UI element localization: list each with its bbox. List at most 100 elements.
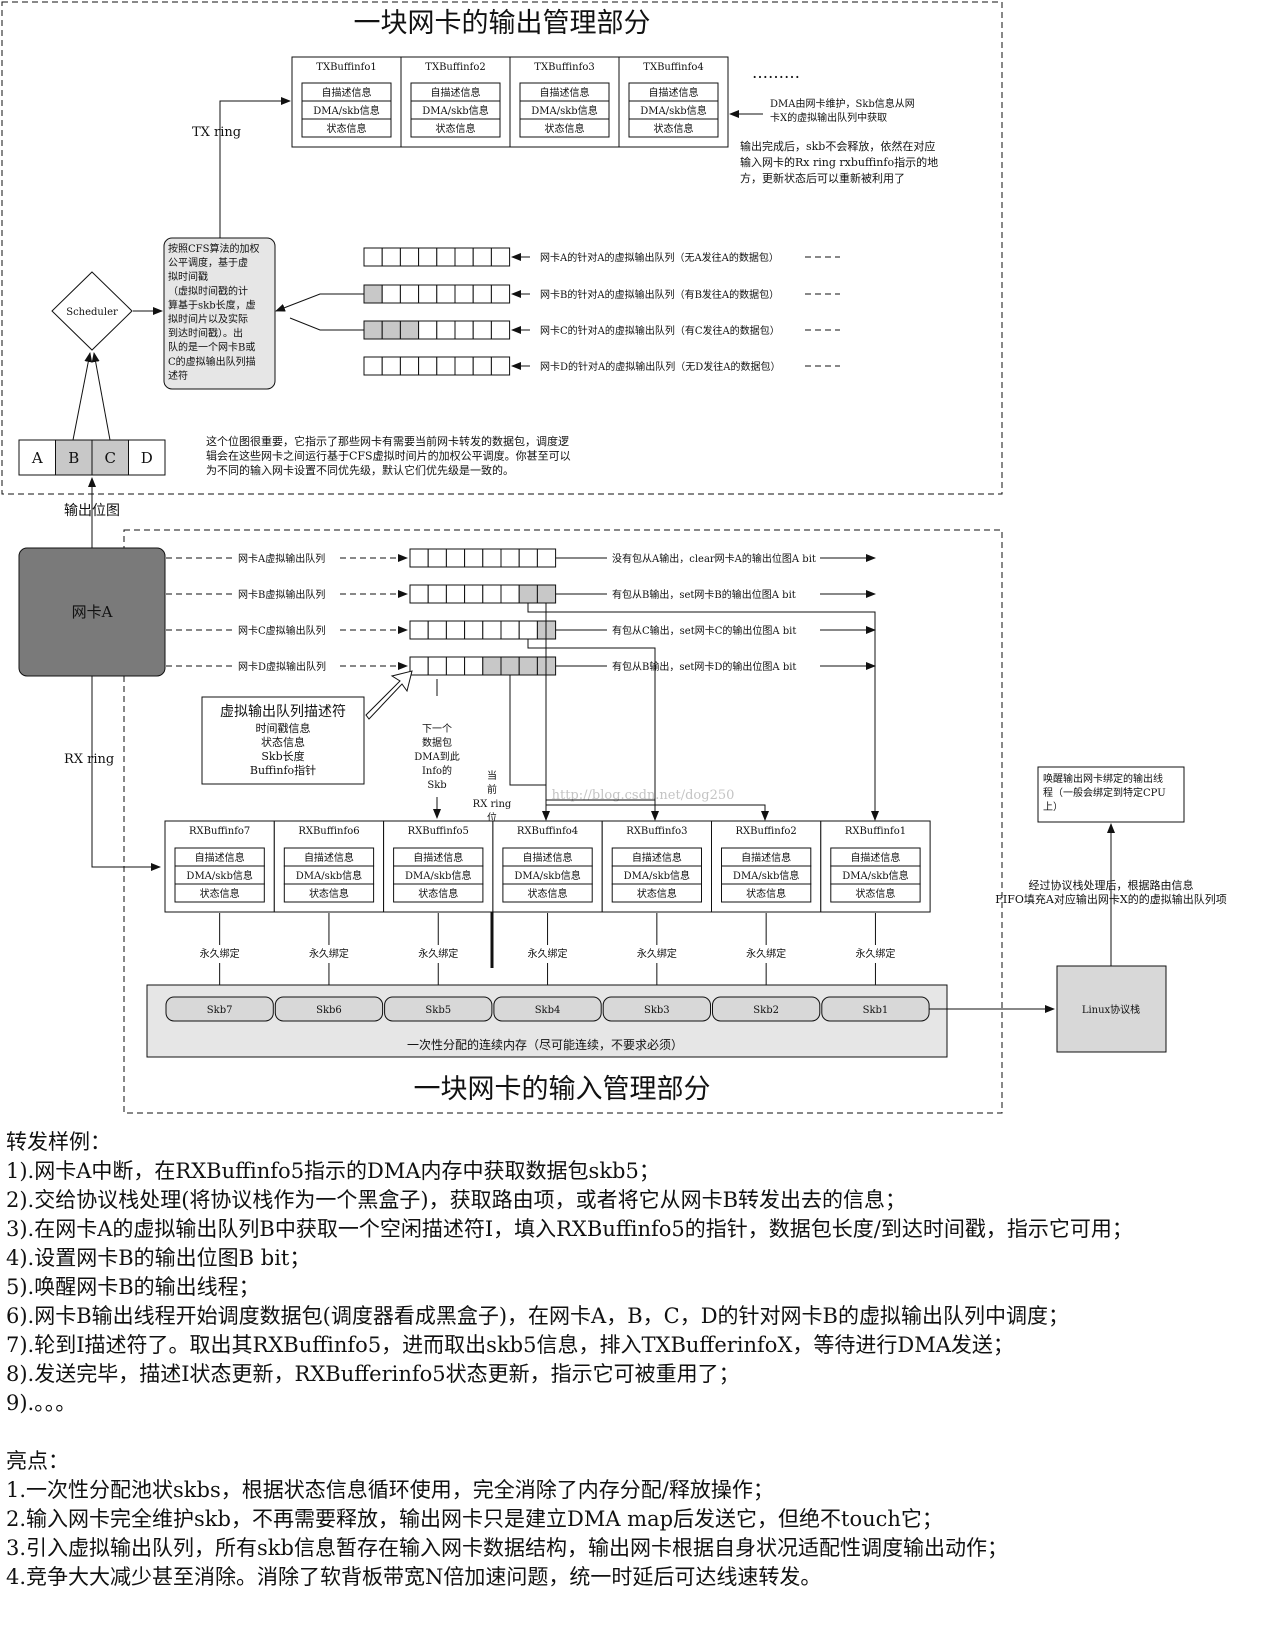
cfs-note-text: 按照CFS算法的加权 [168, 242, 259, 255]
next-packet-note: DMA到此 [414, 750, 459, 763]
cfs-note-text: 拟时间戳 [168, 270, 208, 283]
queue-b-to-cfs [275, 293, 364, 312]
bitmap-cell [91, 439, 129, 476]
input-vqueue-cell [500, 620, 520, 640]
vqueue-result-text: 有包从B输出，set网卡B的输出位图A bit [612, 588, 796, 601]
route-note-text: FIFO填充A对应输出网卡X的的虚拟输出队列项 [995, 892, 1226, 906]
skb-box [384, 996, 493, 1022]
output-queue-cell [490, 284, 511, 304]
descriptor-box-line: Skb长度 [261, 749, 304, 763]
input-vqueue-cell [445, 584, 466, 604]
input-vqueue-cell [482, 584, 502, 604]
tx-field-box [410, 118, 501, 138]
architecture-diagram: 一块网卡的输出管理部分TXBuffinfo1自描述信息DMA/skb信息状态信息… [1, 1, 1227, 1114]
input-vqueue-cell [409, 548, 429, 568]
rx-field-label: 自描述信息 [304, 851, 354, 864]
rx-field-box [174, 883, 265, 903]
rx-field-label: 状态信息 [309, 887, 349, 900]
input-vqueue-cell [445, 656, 466, 676]
dma-note-text: 卡X的虚拟输出队列中获取 [770, 111, 887, 124]
rx-field-label: DMA/skb信息 [514, 869, 580, 882]
current-pos-note: 位 [487, 811, 497, 824]
current-pos-note: 当 [487, 769, 497, 782]
input-section-border [123, 529, 1003, 1114]
rx-field-label: 自描述信息 [632, 851, 682, 864]
queue-c-to-cfs [289, 317, 364, 331]
descriptor-box-line: 状态信息 [261, 735, 305, 749]
highlights-title: 亮点： [6, 1449, 69, 1473]
cfs-note-text: （虚拟时间戳的计 [168, 284, 248, 297]
rx-field-box [393, 883, 484, 903]
tx-ring-ellipsis: ……… [752, 63, 800, 82]
route-note-text: 经过协议栈处理后，根据路由信息 [1029, 878, 1194, 892]
wake-note-text: 程（一般会绑定到特定CPU [1043, 786, 1166, 799]
bind-label: 永久绑定 [528, 947, 568, 960]
output-queue-cell [472, 284, 492, 304]
output-queue-cell [418, 320, 438, 340]
tx-field-label: 自描述信息 [649, 86, 699, 99]
input-vqueue-cell [409, 620, 429, 640]
rx-field-label: 自描述信息 [850, 851, 900, 864]
highlight-item: 1.一次性分配池状skbs，根据状态信息循环使用，完全消除了内存分配/释放操作； [6, 1478, 774, 1502]
rx-field-box [611, 883, 703, 903]
rx-field-box [830, 883, 921, 903]
skb-label: Skb6 [316, 1005, 342, 1016]
descriptor-box-line: 时间戳信息 [256, 721, 311, 735]
release-note-text: 输入网卡的Rx ring rxbuffinfo指示的地 [740, 155, 938, 169]
release-note-text: 方，更新状态后可以重新被利用了 [740, 171, 905, 185]
tx-field-label: 状态信息 [436, 122, 476, 135]
input-vqueue-cell [482, 656, 502, 676]
queue-d-to-rxbuf3 [545, 675, 655, 801]
skb-label: Skb7 [207, 1005, 233, 1016]
queue-b-to-rxbuf1 [527, 603, 879, 821]
bitmap-cell [128, 439, 166, 476]
input-vqueue-cell [500, 548, 520, 568]
bitmap-cell-label: C [105, 449, 116, 467]
vqueue-result-text: 有包从C输出，set网卡C的输出位图A bit [612, 624, 796, 637]
highlight-item: 3.引入虚拟输出队列，所有skb信息暂存在输入网卡数据结构，输出网卡根据自身状况… [6, 1536, 1008, 1560]
output-management-section: 一块网卡的输出管理部分TXBuffinfo1自描述信息DMA/skb信息状态信息… [1, 1, 1003, 495]
bind-label: 永久绑定 [418, 947, 458, 960]
rx-buffinfo-label: RXBuffinfo6 [298, 826, 359, 837]
output-queue-label: 网卡D的针对A的虚拟输出队列（无D发往A的数据包） [540, 360, 780, 373]
cfs-note-box [163, 237, 276, 390]
output-queue-cell [381, 356, 401, 376]
highlight-item: 4.竞争大大减少甚至消除。消除了软背板带宽N倍加速问题，统一时延后可达线速转发。 [6, 1565, 822, 1589]
wake-note-text: 上） [1043, 801, 1063, 813]
input-vqueue-cell [464, 620, 484, 640]
input-vqueue-cell [518, 548, 538, 568]
rx-field-label: 状态信息 [528, 887, 568, 900]
rx-field-label: 自描述信息 [741, 851, 791, 864]
input-vqueue-cell [464, 584, 484, 604]
tx-field-label: DMA/skb信息 [422, 104, 488, 117]
scheduler-diamond [51, 271, 133, 351]
input-vqueue-cell [482, 620, 502, 640]
wake-note-box [1037, 766, 1185, 823]
output-section-border [1, 1, 1003, 495]
input-vqueue-cell [518, 656, 538, 676]
input-vqueue-label: 网卡A虚拟输出队列 [238, 552, 325, 565]
skb-box [165, 996, 274, 1022]
rx-field-label: 状态信息 [746, 887, 786, 900]
rx-field-label: 自描述信息 [195, 851, 245, 864]
bitmap-cell-label: A [31, 449, 43, 467]
skb-label: Skb1 [863, 1005, 889, 1016]
bitmap-cell [18, 439, 56, 476]
tx-field-label: DMA/skb信息 [313, 104, 379, 117]
forward-step: 9).。。。 [6, 1391, 77, 1415]
rx-field-label: 状态信息 [200, 887, 240, 900]
linux-stack-label: Linux协议栈 [1082, 1003, 1140, 1016]
rx-buffinfo-label: RXBuffinfo7 [189, 826, 250, 837]
input-vqueue-cell [536, 584, 557, 604]
output-queue-label: 网卡A的针对A的虚拟输出队列（无A发往A的数据包） [540, 251, 779, 264]
forward-step: 1).网卡A中断，在RXBuffinfo5指示的DMA内存中获取数据包skb5； [6, 1159, 660, 1183]
rx-ring-label: RX ring [64, 752, 114, 767]
next-packet-note: 下一个 [422, 723, 452, 735]
forward-step: 3).在网卡A的虚拟输出队列B中获取一个空闲描述符I，填入RXBuffinfo5… [6, 1217, 1133, 1241]
vqueue-result-text: 没有包从A输出，clear网卡A的输出位图A bit [612, 552, 816, 565]
input-section-title: 一块网卡的输入管理部分 [414, 1074, 711, 1105]
rx-field-label: DMA/skb信息 [186, 869, 252, 882]
output-queue-cell [490, 356, 511, 376]
rx-buffinfo-label: RXBuffinfo5 [408, 826, 469, 837]
output-queue-cell [436, 284, 456, 304]
